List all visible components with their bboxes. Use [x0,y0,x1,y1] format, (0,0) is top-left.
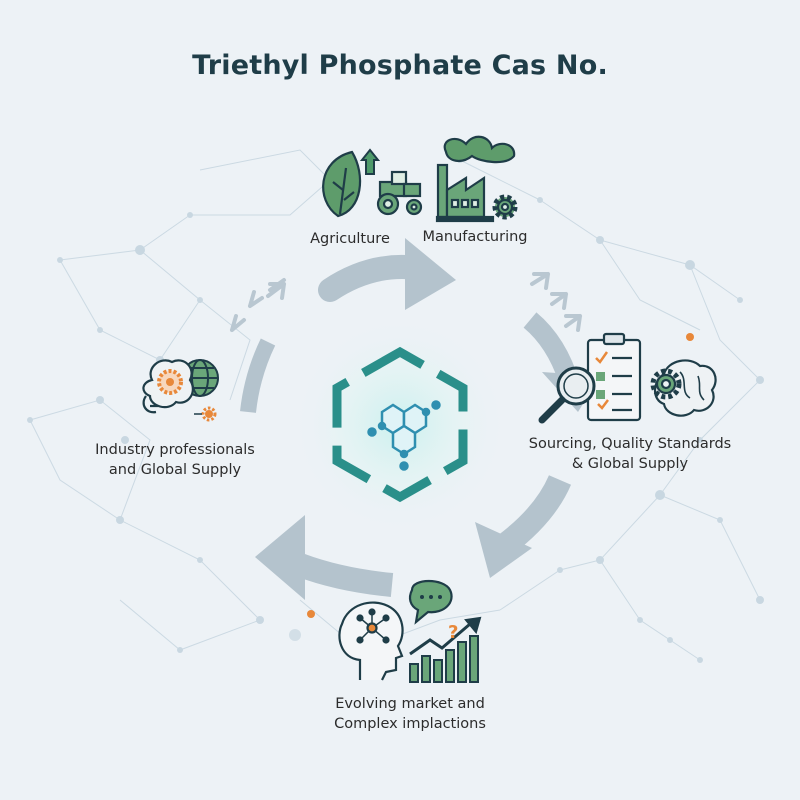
manufacturing-label: Manufacturing [422,229,528,245]
small-gear-icon [194,406,217,422]
arrow-bottom [295,553,394,597]
agriculture-label: Agriculture [310,231,390,247]
arrow-right-head [475,522,532,578]
industry-label-line2: and Global Supply [108,462,242,478]
magnifier-icon [538,366,596,424]
sourcing-label-line1: Sourcing, Quality Standards [528,436,732,452]
node-label-manufacturing: Manufacturing [410,227,540,247]
factory-icon [435,135,516,223]
node-label-sourcing: Sourcing, Quality Standards & Global Sup… [510,434,750,474]
evolving-label-line1: Evolving market and [335,696,485,712]
arrow-right [497,474,572,555]
node-label-evolving: Evolving market and Complex implactions [300,694,520,734]
gear-icon [492,194,518,220]
hexagon-frame-icon [332,346,468,503]
head-network-icon [338,601,404,681]
growth-chart-icon: ? [409,616,482,683]
evolving-label-line2: Complex implactions [334,716,486,732]
people-gear-icon [142,359,194,414]
background-dots [27,157,764,663]
leaf-icon [322,150,362,218]
chevron-arrows-left [230,278,286,332]
growth-arrow-icon [359,148,381,175]
accent-dots [307,333,694,618]
background-network [29,149,761,661]
arrow-top-head [405,238,456,310]
diagram-title: Triethyl Phosphate Cas No. [192,50,608,81]
industry-label-line1: Industry professionals [95,442,255,458]
brain-gear-icon [650,359,717,417]
arrow-left [240,338,276,413]
chevron-arrows-right [530,272,582,332]
node-label-industry: Industry professionals and Global Supply [70,440,280,480]
center-hub [290,315,510,535]
arrow-top [318,254,430,302]
tractor-icon [376,170,423,216]
speech-bubble-icon [408,579,453,625]
molecule-hexagon-icon [367,400,441,471]
node-label-agriculture: Agriculture [300,229,400,249]
arrow-bottom-head [255,515,305,600]
sourcing-label-line2: & Global Supply [571,456,689,472]
svg-text:?: ? [448,622,458,643]
checklist-icon [586,332,642,422]
